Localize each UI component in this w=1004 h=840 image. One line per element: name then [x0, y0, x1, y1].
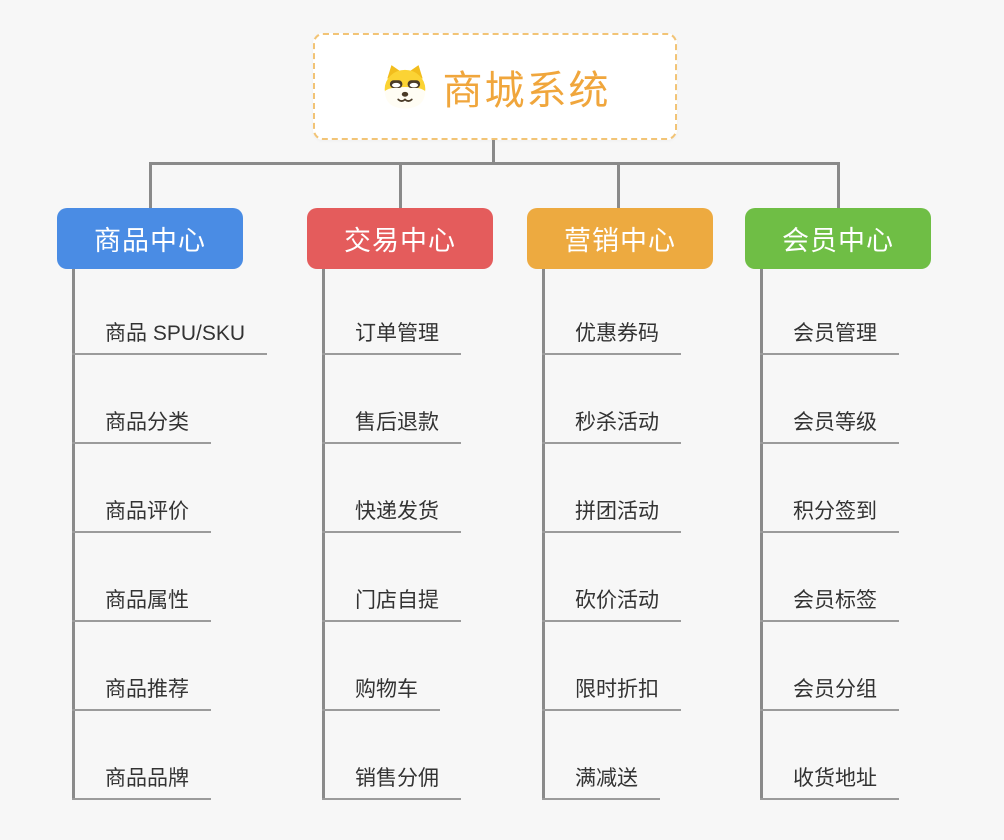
topic-item[interactable]: 门店自提	[322, 533, 461, 622]
topic-item[interactable]: 销售分佣	[322, 711, 461, 800]
topic-item[interactable]: 会员分组	[760, 622, 899, 711]
branch-items: 优惠券码 秒杀活动 拼团活动 砍价活动 限时折扣 满减送	[542, 269, 681, 800]
connector-bus	[149, 162, 840, 165]
branch-label: 商品中心	[94, 226, 206, 256]
topic-label[interactable]: 会员分组	[760, 673, 899, 711]
topic-item[interactable]: 商品 SPU/SKU	[72, 269, 268, 355]
topic-label[interactable]: 商品评价	[72, 495, 211, 533]
topic-label[interactable]: 秒杀活动	[542, 406, 681, 444]
branch-label: 交易中心	[344, 226, 456, 256]
topic-label[interactable]: 购物车	[322, 673, 440, 711]
topic-item[interactable]: 商品分类	[72, 355, 267, 444]
topic-item[interactable]: 限时折扣	[542, 622, 681, 711]
topic-item[interactable]: 订单管理	[322, 269, 461, 355]
topic-item[interactable]: 购物车	[322, 622, 461, 711]
connector-trunk-1	[72, 269, 75, 800]
topic-item[interactable]: 拼团活动	[542, 444, 681, 533]
topic-label[interactable]: 销售分佣	[322, 762, 461, 800]
topic-item[interactable]: 秒杀活动	[542, 355, 681, 444]
connector-drop-3	[617, 162, 620, 208]
topic-item[interactable]: 积分签到	[760, 444, 899, 533]
branch-member-center: 会员中心 会员管理 会员等级 积分签到 会员标签 会员分组 收货地址	[745, 208, 931, 800]
connector-root-drop	[492, 140, 495, 164]
topic-item[interactable]: 会员等级	[760, 355, 899, 444]
branch-items: 商品 SPU/SKU 商品分类 商品评价 商品属性 商品推荐 商品品牌	[72, 269, 268, 800]
topic-item[interactable]: 优惠券码	[542, 269, 681, 355]
topic-item[interactable]: 收货地址	[760, 711, 899, 800]
topic-label[interactable]: 商品 SPU/SKU	[72, 317, 268, 355]
branch-items: 订单管理 售后退款 快递发货 门店自提 购物车 销售分佣	[322, 269, 461, 800]
topic-item[interactable]: 会员标签	[760, 533, 899, 622]
topic-label[interactable]: 会员管理	[760, 317, 899, 355]
topic-label[interactable]: 快递发货	[322, 495, 461, 533]
topic-label[interactable]: 会员标签	[760, 584, 899, 622]
topic-label[interactable]: 会员等级	[760, 406, 899, 444]
branch-label: 营销中心	[564, 226, 676, 256]
branch-marketing-center: 营销中心 优惠券码 秒杀活动 拼团活动 砍价活动 限时折扣 满减送	[527, 208, 713, 800]
topic-item[interactable]: 砍价活动	[542, 533, 681, 622]
branch-header-trade-center[interactable]: 交易中心	[307, 208, 493, 269]
topic-label[interactable]: 积分签到	[760, 495, 899, 533]
branch-items: 会员管理 会员等级 积分签到 会员标签 会员分组 收货地址	[760, 269, 899, 800]
branch-header-member-center[interactable]: 会员中心	[745, 208, 931, 269]
connector-trunk-3	[542, 269, 545, 800]
topic-label[interactable]: 商品品牌	[72, 762, 211, 800]
connector-trunk-2	[322, 269, 325, 800]
topic-label[interactable]: 砍价活动	[542, 584, 681, 622]
branch-trade-center: 交易中心 订单管理 售后退款 快递发货 门店自提 购物车 销售分佣	[307, 208, 493, 800]
connector-trunk-4	[760, 269, 763, 800]
topic-label[interactable]: 收货地址	[760, 762, 899, 800]
branch-header-product-center[interactable]: 商品中心	[57, 208, 243, 269]
topic-label[interactable]: 限时折扣	[542, 673, 681, 711]
topic-item[interactable]: 商品属性	[72, 533, 267, 622]
topic-item[interactable]: 商品评价	[72, 444, 267, 533]
branch-product-center: 商品中心 商品 SPU/SKU 商品分类 商品评价 商品属性 商品推荐 商品品牌	[57, 208, 268, 800]
topic-label[interactable]: 订单管理	[322, 317, 461, 355]
topic-item[interactable]: 商品品牌	[72, 711, 267, 800]
root-topic[interactable]: 商城系统	[313, 33, 677, 140]
connector-drop-2	[399, 162, 402, 208]
root-topic-title: 商城系统	[442, 68, 611, 113]
topic-label[interactable]: 商品属性	[72, 584, 211, 622]
topic-label[interactable]: 门店自提	[322, 584, 461, 622]
topic-label[interactable]: 售后退款	[322, 406, 461, 444]
topic-label[interactable]: 商品推荐	[72, 673, 211, 711]
topic-label[interactable]: 商品分类	[72, 406, 211, 444]
topic-label[interactable]: 优惠券码	[542, 317, 681, 355]
topic-item[interactable]: 快递发货	[322, 444, 461, 533]
connector-drop-1	[149, 162, 152, 208]
branch-header-marketing-center[interactable]: 营销中心	[527, 208, 713, 269]
topic-label[interactable]: 拼团活动	[542, 495, 681, 533]
connector-drop-4	[837, 162, 840, 208]
topic-item[interactable]: 会员管理	[760, 269, 899, 355]
shiba-dog-icon	[384, 64, 425, 109]
branch-label: 会员中心	[782, 226, 894, 256]
topic-item[interactable]: 满减送	[542, 711, 681, 800]
topic-item[interactable]: 售后退款	[322, 355, 461, 444]
topic-item[interactable]: 商品推荐	[72, 622, 267, 711]
topic-label[interactable]: 满减送	[542, 762, 660, 800]
